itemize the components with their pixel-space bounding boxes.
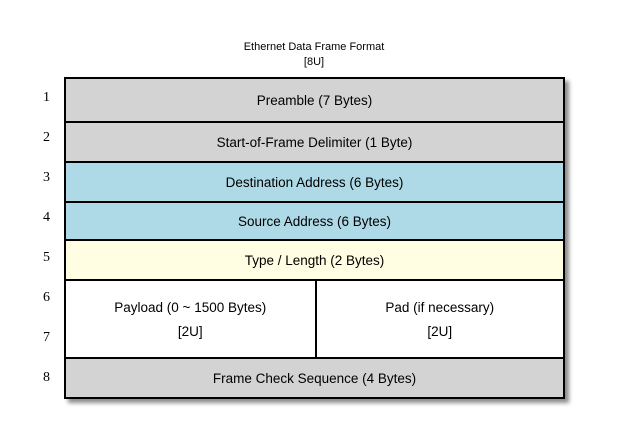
frame-row-preamble: Preamble (7 Bytes) xyxy=(66,79,563,121)
row-number-4: 4 xyxy=(43,210,50,225)
payload-cell: Payload (0 ~ 1500 Bytes) [2U] xyxy=(66,281,315,357)
pad-cell-label: Pad (if necessary) xyxy=(385,299,495,315)
diagram-title-text: Ethernet Data Frame Format xyxy=(243,41,385,53)
frame-row-sfd: Start-of-Frame Delimiter (1 Byte) xyxy=(66,121,563,161)
frame-row-label: Preamble (7 Bytes) xyxy=(256,92,373,108)
frame-row-destination-address: Destination Address (6 Bytes) xyxy=(66,161,563,201)
row-number-column: 1 2 3 4 5 6 7 8 xyxy=(0,78,56,398)
pad-cell-unit: [2U] xyxy=(427,323,453,339)
ethernet-frame-table: Preamble (7 Bytes) Start-of-Frame Delimi… xyxy=(64,77,565,399)
frame-row-source-address: Source Address (6 Bytes) xyxy=(66,201,563,239)
frame-row-label: Start-of-Frame Delimiter (1 Byte) xyxy=(216,134,413,150)
payload-cell-label: Payload (0 ~ 1500 Bytes) xyxy=(114,299,267,315)
payload-cell-unit: [2U] xyxy=(177,323,203,339)
row-number-5: 5 xyxy=(43,250,50,265)
row-number-1: 1 xyxy=(43,90,50,105)
row-number-2: 2 xyxy=(43,130,50,145)
frame-row-payload-pad: Payload (0 ~ 1500 Bytes) [2U] Pad (if ne… xyxy=(66,279,563,357)
frame-row-label: Destination Address (6 Bytes) xyxy=(225,174,404,190)
frame-row-label: Type / Length (2 Bytes) xyxy=(244,252,385,268)
row-number-3: 3 xyxy=(43,170,50,185)
row-number-7: 7 xyxy=(43,330,50,345)
row-number-6: 6 xyxy=(43,290,50,305)
frame-row-label: Source Address (6 Bytes) xyxy=(237,213,392,229)
pad-cell: Pad (if necessary) [2U] xyxy=(314,281,564,357)
diagram-title-unit: [8U] xyxy=(303,56,325,68)
row-number-8: 8 xyxy=(43,370,50,385)
frame-row-type-length: Type / Length (2 Bytes) xyxy=(66,239,563,279)
frame-row-label: Frame Check Sequence (4 Bytes) xyxy=(212,370,417,386)
frame-row-fcs: Frame Check Sequence (4 Bytes) xyxy=(66,357,563,397)
diagram-title: Ethernet Data Frame Format [8U] xyxy=(0,40,628,70)
